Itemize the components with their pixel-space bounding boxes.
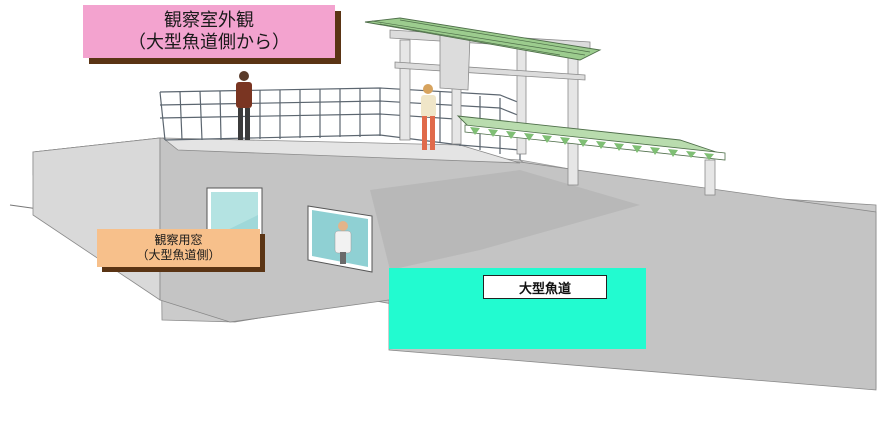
title-callout-box: 観察室外観 （大型魚道側から） xyxy=(83,5,335,58)
wall-front-plane xyxy=(159,137,877,391)
man-on-deck-figure xyxy=(236,71,252,140)
large-fishway-area: 大型魚道 xyxy=(389,268,646,349)
title-line-2: （大型魚道側から） xyxy=(128,31,290,53)
window-callout-line-2: （大型魚道側） xyxy=(136,248,221,262)
wall-shadow xyxy=(370,170,640,270)
deck-slab xyxy=(161,137,521,164)
window-callout: 観察用窓 （大型魚道側） xyxy=(97,229,265,272)
title-callout: 観察室外観 （大型魚道側から） xyxy=(83,5,341,64)
wall-left-face xyxy=(32,137,161,301)
woman-on-deck-figure xyxy=(421,84,436,150)
large-fishway-label: 大型魚道 xyxy=(483,275,607,299)
person-behind-window-figure xyxy=(334,221,352,264)
title-line-1: 観察室外観 xyxy=(164,9,254,31)
upper-roof xyxy=(364,17,602,61)
window-callout-line-1: 観察用窓 xyxy=(154,233,203,247)
lower-roof-canopy xyxy=(456,115,726,161)
window-callout-box: 観察用窓 （大型魚道側） xyxy=(97,229,260,267)
